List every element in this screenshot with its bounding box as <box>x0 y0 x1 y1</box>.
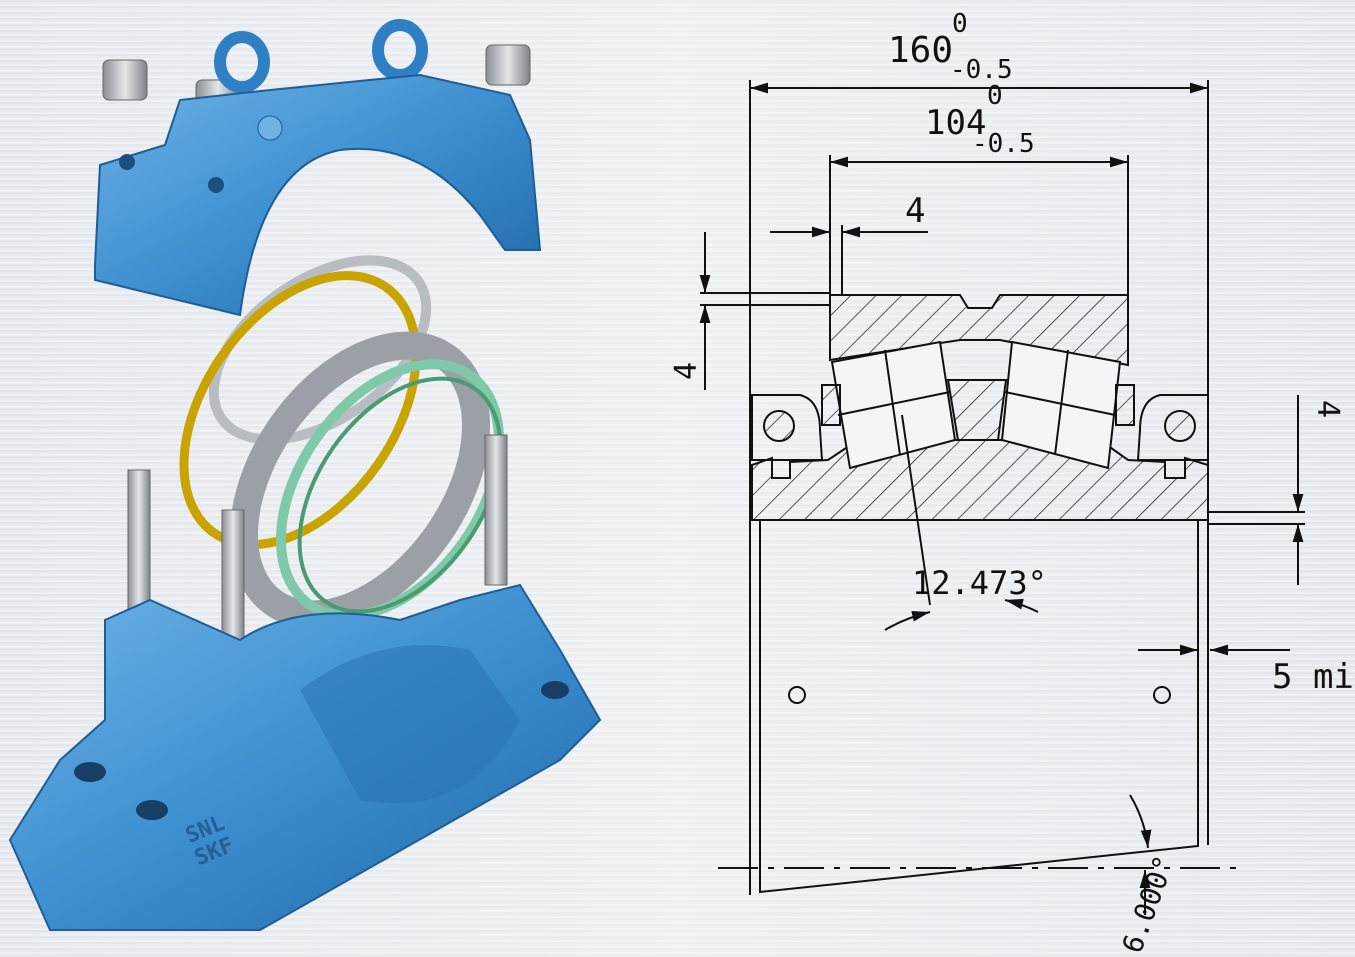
taper-arrow-top <box>1129 794 1152 849</box>
housing-cap <box>94 73 542 317</box>
eye-bolts <box>214 19 428 93</box>
seal-left <box>821 384 841 426</box>
dim-outer-tol-upper: 0 <box>952 9 968 39</box>
dim-inner-tol-upper: 0 <box>987 81 1003 111</box>
hole-left <box>788 686 806 704</box>
dim-outer-tol-lower: -0.5 <box>950 55 1013 85</box>
dim-inner-value: 104 <box>925 103 986 143</box>
angle-leader <box>901 414 931 606</box>
shaft-outline <box>759 520 1199 894</box>
cord-right <box>1164 410 1196 442</box>
seal-right <box>1115 384 1135 426</box>
housing-lug-right <box>1136 394 1209 461</box>
dim-outer-value: 160 <box>888 30 953 71</box>
dim-inner-tol-lower: -0.5 <box>972 129 1035 159</box>
guide-ring <box>946 379 1008 441</box>
housing-lug-left <box>751 394 824 461</box>
dim-right-vertical: 4 <box>1310 400 1345 418</box>
housing-base <box>8 583 602 931</box>
spherical-roller-bearing <box>179 255 505 629</box>
technical-drawing: 160 0 -0.5 104 0 -0.5 4 4 4 12.473° 5 mi… <box>669 9 1355 957</box>
hole-right <box>1153 686 1171 704</box>
adapter-sleeve <box>751 439 1209 521</box>
cord-left <box>763 410 795 442</box>
dim-taper: 6.000° <box>1116 851 1182 957</box>
angle-arrow-right <box>1004 598 1039 613</box>
dim-gap-top: 4 <box>905 191 925 231</box>
housing-exploded-render: SNL SKF <box>8 19 602 931</box>
dim-left-vertical: 4 <box>669 362 704 380</box>
angle-arrow-left <box>884 610 931 631</box>
dim-clearance: 5 min <box>1272 657 1355 697</box>
dim-angle: 12.473° <box>912 564 1047 602</box>
